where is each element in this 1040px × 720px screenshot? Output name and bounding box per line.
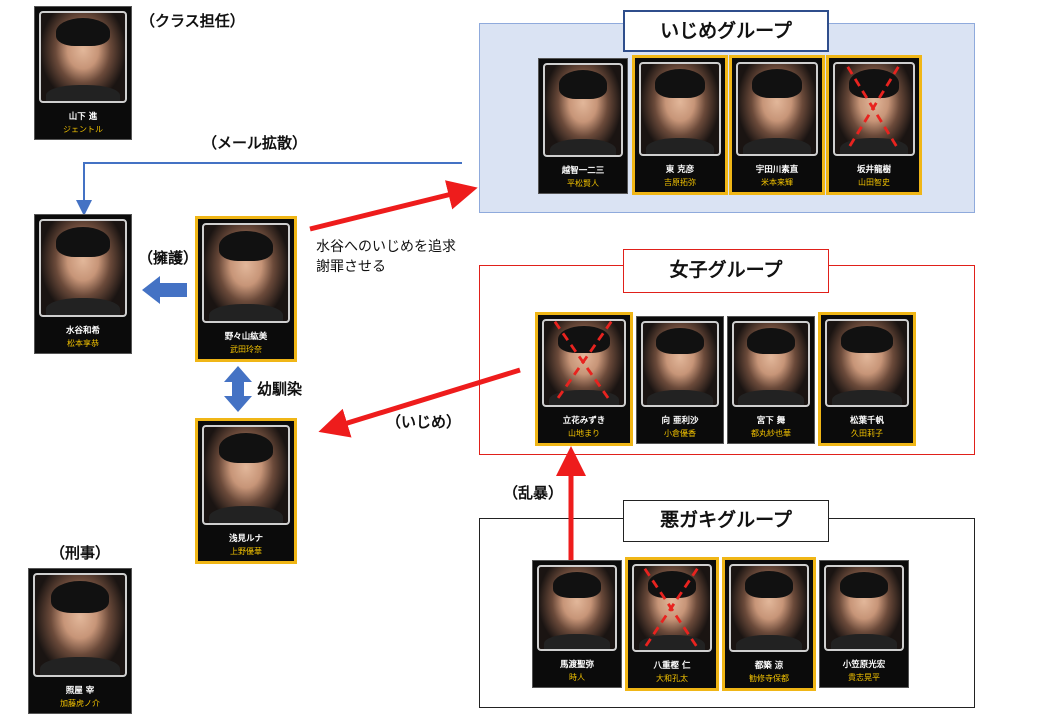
portrait-mawatari [537, 565, 617, 651]
actor-name: 貴志晃平 [848, 673, 880, 682]
actor-name: 上野優華 [230, 547, 262, 556]
character-name: 馬渡聖弥 [559, 660, 594, 670]
pursue-label-line1: 水谷へのいじめを追求 [316, 239, 456, 255]
character-name: 坂井龍樹 [856, 165, 891, 175]
character-name: 浅見ルナ [228, 534, 263, 544]
portrait-tsuzuki [729, 564, 809, 652]
card-nonoyama: 野々山紘美 武田玲奈 [195, 216, 297, 362]
actor-name: 平松賢人 [567, 179, 599, 188]
portrait-utagawa [736, 62, 818, 156]
character-name: 宇田川素直 [755, 165, 799, 175]
portrait-asami [202, 425, 290, 525]
card-miyashita: 宮下 舞 都丸紗也華 [727, 316, 815, 444]
card-tsuzuki: 都築 涼 勧修寺保都 [722, 557, 816, 691]
protect-label: （擁護） [138, 249, 199, 267]
actor-name: 勧修寺保都 [749, 674, 789, 683]
mail-arrow [76, 162, 462, 216]
actor-name: 松本享恭 [67, 339, 99, 348]
character-name: 東 克彦 [665, 165, 695, 175]
x-mark-icon [643, 567, 699, 649]
character-name: 野々山紘美 [224, 332, 268, 342]
card-mawatari: 馬渡聖弥 時人 [532, 560, 622, 688]
portrait-ogasawara [824, 565, 904, 651]
character-name: 小笠原光宏 [842, 660, 886, 670]
brats-group-title: 悪ガキグループ [623, 500, 829, 542]
character-name: 八重樫 仁 [653, 661, 691, 671]
childhood-label: 幼馴染 [257, 380, 303, 398]
portrait-yamashita [39, 11, 127, 103]
character-name: 照屋 宰 [65, 686, 95, 696]
card-teruya: 照屋 宰 加藤虎ノ介 [28, 568, 132, 714]
portrait-mukai [641, 321, 719, 407]
actor-name: 山田智史 [858, 178, 890, 187]
portrait-matsuba [825, 319, 909, 407]
portrait-teruya [33, 573, 127, 677]
character-name: 立花みずき [562, 416, 606, 426]
ijime-label: （いじめ） [386, 413, 462, 431]
card-mukai: 向 亜利沙 小倉優香 [636, 316, 724, 444]
card-matsuba: 松葉千帆 久田莉子 [818, 312, 916, 446]
childhood-arrow [224, 366, 252, 412]
card-ochi: 越智一二三 平松賢人 [538, 58, 628, 194]
homeroom-label: （クラス担任） [140, 12, 245, 30]
card-yaeyama: 八重樫 仁 大和孔太 [625, 557, 719, 691]
mail-label: （メール拡散） [202, 134, 308, 152]
card-sakai: 坂井龍樹 山田智史 [826, 55, 922, 195]
x-mark-icon [846, 66, 900, 151]
character-name: 越智一二三 [561, 166, 605, 176]
card-utagawa: 宇田川素直 米本来輝 [729, 55, 825, 195]
ijime-arrow [318, 367, 521, 438]
character-name: 松葉千帆 [849, 416, 884, 426]
x-mark-icon [553, 320, 613, 404]
character-name: 山下 進 [68, 112, 98, 122]
portrait-tachibana [542, 319, 626, 407]
bully-group-title: いじめグループ [623, 10, 829, 52]
actor-name: 小倉優香 [664, 429, 696, 438]
protect-arrow [142, 276, 187, 304]
actor-name: 吉原拓弥 [664, 178, 696, 187]
portrait-nonoyama [202, 223, 290, 323]
detective-label: （刑事） [50, 544, 111, 562]
violence-label: （乱暴） [503, 484, 564, 502]
character-name: 宮下 舞 [756, 416, 786, 426]
actor-name: ジェントル [63, 125, 103, 134]
portrait-miyashita [732, 321, 810, 407]
character-name: 都築 涼 [754, 661, 784, 671]
card-tachibana: 立花みずき 山地まり [535, 312, 633, 446]
character-name: 水谷和希 [65, 326, 100, 336]
actor-name: 山地まり [568, 429, 600, 438]
card-yamashita: 山下 進 ジェントル [34, 6, 132, 140]
actor-name: 都丸紗也華 [751, 429, 791, 438]
actor-name: 久田莉子 [851, 429, 883, 438]
portrait-ochi [543, 63, 623, 157]
card-higashi: 東 克彦 吉原拓弥 [632, 55, 728, 195]
card-ogasawara: 小笠原光宏 貴志晃平 [819, 560, 909, 688]
character-name: 向 亜利沙 [661, 416, 699, 426]
actor-name: 米本来輝 [761, 178, 793, 187]
card-mizutani: 水谷和希 松本享恭 [34, 214, 132, 354]
portrait-higashi [639, 62, 721, 156]
actor-name: 大和孔太 [656, 674, 688, 683]
card-asami: 浅見ルナ 上野優華 [195, 418, 297, 564]
pursue-label-line2: 謝罪させる [316, 259, 386, 275]
girls-group-title: 女子グループ [623, 249, 829, 293]
portrait-mizutani [39, 219, 127, 317]
pursue-arrow [309, 180, 478, 232]
actor-name: 加藤虎ノ介 [60, 699, 100, 708]
actor-name: 武田玲奈 [230, 345, 262, 354]
actor-name: 時人 [569, 673, 585, 682]
